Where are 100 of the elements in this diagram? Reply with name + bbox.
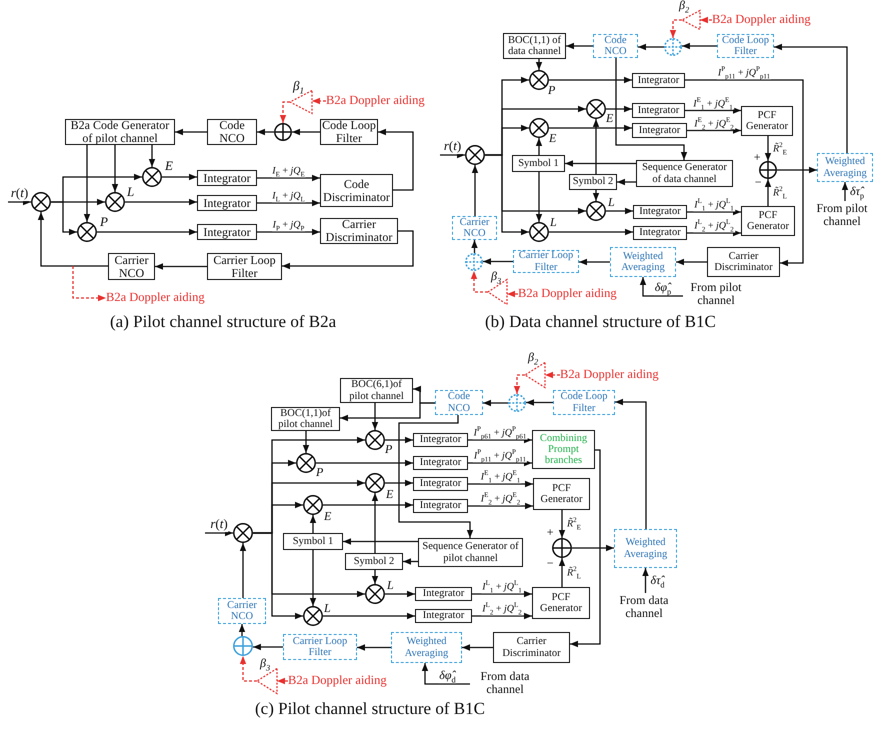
symbol-label: β$_{3}$ (260, 657, 270, 670)
arrow (357, 644, 391, 651)
arrow (642, 568, 649, 593)
arrow (579, 258, 610, 266)
arrow (282, 230, 414, 270)
arrow (472, 590, 532, 598)
arrow (536, 138, 542, 155)
arrow (536, 59, 542, 70)
arrow (372, 403, 378, 430)
dashed-function-block: Code NCO (593, 34, 638, 58)
mixer-symbol (365, 430, 385, 450)
symbol-label: E (386, 488, 394, 502)
dashed-arrow (72, 266, 106, 302)
arrow (462, 644, 493, 651)
mixer-symbol (465, 145, 485, 165)
arrow (51, 201, 77, 236)
arrow (257, 228, 320, 236)
symbol-label: β$_{2}$ (679, 0, 690, 12)
dashed-function-block: Code Loop Filter (553, 390, 615, 415)
arrow (340, 402, 435, 422)
arrow (125, 198, 197, 206)
summing-junction (465, 253, 483, 271)
dashed-arrow (670, 19, 682, 38)
arrow (764, 136, 772, 161)
edge-label: r(t) (10, 186, 30, 201)
function-block: Integrator (413, 499, 468, 513)
function-block: PCF Generator (741, 106, 793, 136)
edge-label: δτ̂$_{p}$ (849, 184, 866, 198)
dashed-function-block: Weighted Averaging (817, 153, 873, 182)
symbol-label: E (606, 112, 614, 126)
arrow (842, 182, 848, 201)
function-block: BOC(1,1)of pilot channel (271, 407, 340, 431)
symbol-label: P (385, 443, 392, 456)
symbol-label: β$_{3}$ (491, 270, 502, 284)
arrow (592, 119, 600, 174)
dashed-function-block: Weighted Averaging (391, 632, 462, 663)
function-block: BOC(6,1)of pilot channel (340, 378, 413, 403)
arrow (687, 208, 741, 216)
arrow (372, 493, 378, 553)
summing-junction (552, 538, 572, 558)
arrow (310, 550, 316, 606)
symbol-label: β$_{2}$ (528, 351, 538, 364)
dashed-arrow (240, 656, 257, 682)
symbol-label: L (324, 602, 331, 616)
arrow (422, 663, 470, 685)
symbol-label: E (165, 159, 173, 174)
arrow (292, 128, 320, 136)
dashed-function-block: Carrier NCO (218, 598, 266, 624)
arrow (175, 128, 207, 136)
arrow (558, 510, 566, 538)
arrow (615, 398, 647, 529)
dashed-function-block: Weighted Averaging (614, 529, 677, 568)
arrow (240, 543, 246, 598)
arrow (343, 538, 418, 545)
function-block: Combining Prompt branches (532, 430, 595, 469)
source-note: From pilot channel (806, 201, 878, 229)
mixer-symbol (296, 453, 316, 473)
function-block: Code Discriminator (320, 174, 393, 207)
function-block: PCF Generator (741, 206, 795, 236)
annotation-text: B2a Doppler aiding (712, 13, 822, 27)
arrow (112, 145, 118, 192)
arrow (440, 152, 465, 158)
arrow (682, 42, 717, 50)
arrow (403, 558, 418, 565)
function-block: Code NCO (207, 119, 257, 145)
arrow (570, 449, 601, 648)
symbol-label: E (324, 510, 332, 524)
arrow (253, 532, 303, 620)
arrow (38, 212, 108, 267)
arrow (549, 228, 633, 236)
arrow (687, 127, 741, 134)
symbol-label: − (546, 557, 554, 570)
mixer-symbol (31, 192, 51, 212)
function-block: Carrier Loop Filter (207, 253, 282, 280)
edge-label: r(t) (209, 517, 229, 532)
arrow (471, 240, 478, 254)
function-block: Symbol 2 (569, 174, 617, 190)
arrow (685, 107, 741, 114)
dashed-arrow (312, 98, 326, 104)
symbol-label: L (608, 196, 615, 210)
arrow (549, 76, 632, 84)
dashed-function-block: Code NCO (435, 390, 483, 415)
edge-label: I$_{P}$ + jQ$_{P}$ (272, 220, 306, 231)
arrow (640, 277, 683, 297)
edge-label: δτ̂$_{d}$ (650, 574, 666, 588)
arrow (472, 612, 532, 620)
function-block: Integrator (632, 123, 687, 138)
annotation-text: B2a Doppler aiding (106, 291, 216, 305)
summing-junction (274, 123, 292, 141)
edge-label: r(t) (442, 139, 462, 154)
mixer-symbol (365, 473, 385, 493)
edge-label: δφ̂$_{d}$ (438, 669, 457, 683)
symbol-label: P (548, 84, 556, 98)
arrow (8, 198, 31, 206)
figure-caption: (c) Pilot channel structure of B1C (255, 700, 485, 719)
function-block: Symbol 1 (283, 533, 343, 550)
arrow (676, 258, 707, 266)
mixer-symbol (142, 167, 162, 187)
mixer-symbol (303, 495, 323, 515)
arrow (536, 172, 542, 222)
